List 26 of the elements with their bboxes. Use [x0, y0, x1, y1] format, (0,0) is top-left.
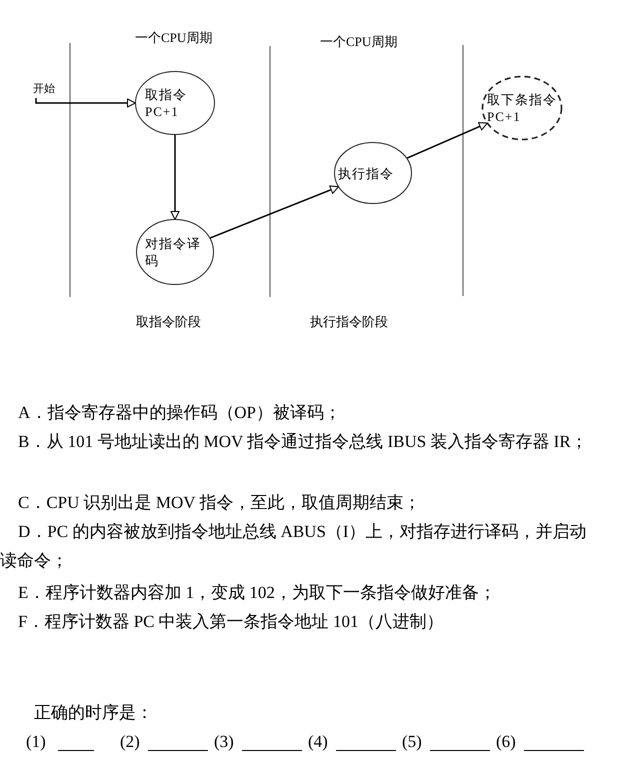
process-ellipse: 取指令 PC+1 [135, 71, 215, 135]
start-label: 开始 [28, 80, 60, 98]
cycle-heading: 一个CPU周期 [135, 29, 212, 47]
next-step-ellipse: 取下条指令PC+1 [482, 76, 562, 140]
question-prompt: 正确的时序是： [33, 702, 154, 724]
process-ellipse: 执行指令 [334, 142, 412, 204]
statement-text: B．从 101 号地址读出的 MOV 指令通过指令总线 IBUS 装入指令寄存器 IR； [17, 431, 589, 453]
answer-number: (4) [308, 732, 328, 752]
answer-number: (2) [120, 732, 140, 752]
phase-label: 执行指令阶段 [310, 313, 388, 331]
answer-number: (6) [496, 732, 516, 752]
arrow [406, 122, 488, 159]
answer-number: (3) [214, 732, 234, 752]
arrow [170, 135, 180, 220]
answer-number: (5) [402, 732, 422, 752]
statement-text: D．PC 的内容被放到指令地址总线 ABUS（I）上，对指存进行译码，并启动读命令； [0, 521, 588, 572]
answer-number: (1) [26, 732, 46, 752]
arrow [35, 98, 136, 108]
cycle-heading: 一个CPU周期 [320, 33, 398, 51]
process-ellipse: 对指令译码 [136, 219, 214, 285]
statement-text: C．CPU 识别出是 MOV 指令，至此，取值周期结束； [17, 492, 422, 514]
statement-text: A．指令寄存器中的操作码（OP）被译码； [17, 402, 342, 424]
phase-label: 取指令阶段 [136, 313, 201, 331]
arrow [210, 185, 340, 239]
statement-text: F．程序计数器 PC 中装入第一条指令地址 101（八进制） [17, 611, 444, 633]
statement-text: E．程序计数器内容加 1，变成 102，为取下一条指令做好准备； [17, 582, 497, 604]
